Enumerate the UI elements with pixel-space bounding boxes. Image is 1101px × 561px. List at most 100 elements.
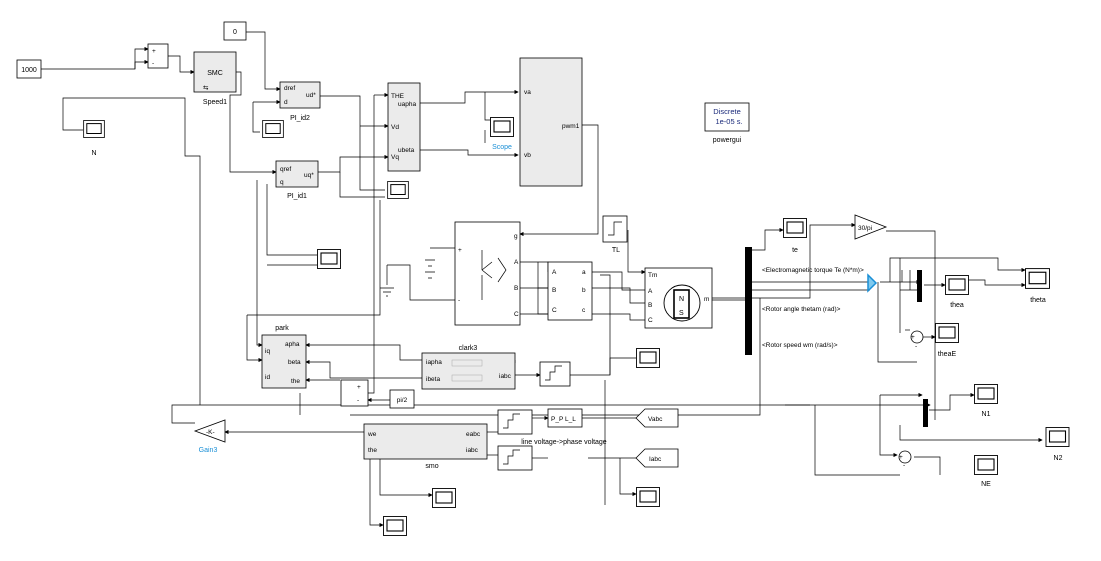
signal-lines: [41, 31, 1043, 528]
svpwm-pwm1: pwm1: [562, 123, 580, 130]
vi-A: A: [552, 269, 557, 276]
smc-label: SMC: [207, 70, 223, 77]
sum-theta-error[interactable]: [910, 330, 924, 344]
park-block[interactable]: [261, 334, 307, 389]
inv-g: g: [514, 233, 518, 240]
gain-30pi-block[interactable]: [854, 214, 888, 240]
pi-id1-q: q: [280, 179, 284, 186]
smc-block[interactable]: [193, 51, 237, 93]
sum-plus: +: [152, 48, 156, 55]
park-the: the: [291, 378, 300, 385]
pi-id1-block[interactable]: [275, 160, 319, 188]
scope-idq-icon[interactable]: [317, 249, 341, 269]
scope-iabc2-icon[interactable]: [636, 487, 660, 507]
tl-label: TL: [612, 247, 620, 254]
pi-half-constant[interactable]: [389, 389, 415, 409]
vabc-from[interactable]: [635, 408, 679, 428]
iabc-from[interactable]: [635, 448, 679, 468]
motor-C: C: [648, 317, 653, 324]
selected-port-marker[interactable]: [867, 273, 878, 293]
clark3-block[interactable]: [421, 352, 516, 390]
scope-theta-icon[interactable]: [1025, 268, 1050, 289]
pi-id1-qref: qref: [280, 166, 291, 173]
inv-minus: -: [458, 297, 460, 304]
motor-m: m: [704, 296, 709, 303]
id-ref-constant[interactable]: [223, 21, 247, 41]
vi-C: C: [552, 307, 557, 314]
ppll-label: P_P L_L: [551, 416, 576, 423]
pi-id1-uq: uq*: [304, 172, 314, 179]
clark3-label: clark3: [459, 345, 478, 352]
link-icon: ⇆: [203, 85, 209, 92]
motor-A: A: [648, 288, 653, 295]
pi-id2-d: d: [284, 99, 288, 106]
scope-uab-icon[interactable]: [490, 117, 514, 137]
ipark-uapha: uapha: [398, 101, 416, 108]
sum-theta-plus: +: [911, 334, 915, 341]
zoh-iabc-block[interactable]: [497, 445, 533, 471]
scope-te-icon[interactable]: [783, 218, 807, 238]
park-apha: apha: [285, 341, 300, 348]
ipark-ubeta: ubeta: [398, 147, 415, 154]
scope-eabc-icon[interactable]: [432, 488, 456, 508]
sum-angle-minus: -: [357, 397, 359, 404]
zoh-current-block[interactable]: [539, 361, 571, 387]
smo-the: the: [368, 447, 377, 454]
tl-step-block[interactable]: [602, 215, 628, 243]
svpwm-block[interactable]: [519, 57, 583, 187]
ppll-block[interactable]: [547, 408, 583, 428]
gain-30pi-value: 30/pi: [858, 225, 872, 232]
motor-B: B: [648, 302, 652, 309]
smo-block[interactable]: [363, 423, 488, 460]
sum-block-speed[interactable]: [147, 43, 169, 69]
powergui-step: 1e-05 s.: [715, 117, 742, 126]
ground-icon: [380, 287, 394, 297]
mux-speed[interactable]: [923, 399, 928, 427]
dc-source-icon: [425, 259, 435, 279]
scope-iabc-icon[interactable]: [636, 348, 660, 368]
sum-angle-offset[interactable]: [340, 379, 369, 407]
clark-iabc: iabc: [499, 373, 512, 380]
inv-plus: +: [458, 247, 462, 254]
inverter-block[interactable]: [454, 221, 521, 326]
scope-id-icon[interactable]: [262, 120, 284, 138]
powergui-block[interactable]: [704, 102, 750, 132]
scope-thea-label: thea: [950, 302, 964, 309]
inv-B: B: [514, 285, 518, 292]
speed-ref-constant[interactable]: [16, 59, 42, 79]
scope-n-icon[interactable]: [83, 120, 105, 138]
zoh-voltage-block[interactable]: [497, 409, 533, 435]
gain3-label: Gain3: [199, 447, 218, 454]
scope-thea-icon[interactable]: [945, 275, 969, 295]
gain3-block[interactable]: [193, 419, 226, 443]
scope-n2-icon[interactable]: [1045, 427, 1070, 447]
vi-c: c: [582, 307, 586, 314]
gain3-value: -K-: [206, 429, 215, 436]
smo-we: we: [367, 431, 377, 438]
scope-ne-icon[interactable]: [974, 455, 998, 475]
scope-vq-icon[interactable]: [387, 181, 409, 199]
scope-theta-label: theta: [1030, 297, 1046, 304]
scope-we-icon[interactable]: [383, 516, 407, 536]
vi-a: a: [582, 269, 586, 276]
pi-id2-label: PI_id2: [290, 115, 310, 122]
park-beta: beta: [288, 359, 301, 366]
bus-selector-bar[interactable]: [745, 247, 752, 355]
scope-n2-label: N2: [1054, 455, 1063, 462]
scope-n1-label: N1: [982, 411, 991, 418]
pi-id2-block[interactable]: [279, 81, 321, 109]
scope-n1-icon[interactable]: [974, 384, 998, 404]
svpwm-va: va: [524, 89, 531, 96]
park-iq: iq: [265, 348, 270, 355]
scope-theaE-icon[interactable]: [935, 323, 959, 343]
mux-theta[interactable]: [917, 270, 922, 302]
vabc-label: Vabc: [648, 416, 663, 423]
motor-tm: Tm: [648, 272, 657, 279]
inverse-park-block[interactable]: [387, 82, 421, 172]
clark-ibeta: ibeta: [426, 376, 440, 383]
vi-B: B: [552, 287, 556, 294]
scope-ne-label: NE: [981, 481, 991, 488]
pi-half-value: pi/2: [397, 397, 408, 404]
sum-speed-error[interactable]: [898, 450, 912, 464]
vi-measurement-block[interactable]: [547, 261, 593, 321]
